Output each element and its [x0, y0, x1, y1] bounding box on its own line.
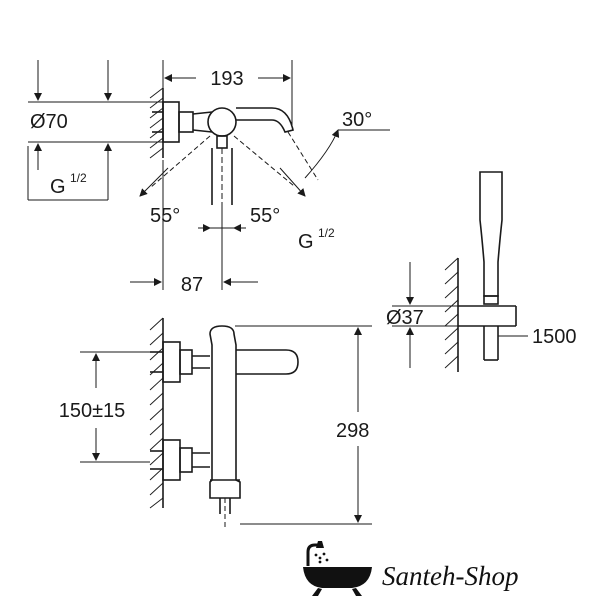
- top-view: 193 Ø70 G 1/2 30° 55° 55° G 1/2: [27, 60, 390, 296]
- diameter-37-label: Ø37: [386, 307, 424, 329]
- height-298-label: 298: [336, 420, 369, 442]
- wall-hatch-shower: [444, 257, 459, 372]
- wall-hatch-top: [149, 87, 164, 159]
- shower-view: Ø37 1500: [386, 171, 577, 372]
- mixer-top-outline: [149, 101, 319, 205]
- width-dimension: 193: [210, 68, 243, 90]
- mixer-front-outline: [150, 325, 299, 528]
- thread-bottom-label: G: [298, 231, 314, 253]
- thread-left-fraction: 1/2: [70, 171, 87, 185]
- wall-hatch-front: [149, 317, 164, 509]
- brand-name: Santeh-Shop: [382, 561, 518, 591]
- thread-bottom-fraction: 1/2: [318, 226, 335, 240]
- front-view: 150±15 298: [59, 317, 372, 528]
- angle-55-right-label: 55°: [250, 205, 280, 227]
- angle-55-left-label: 55°: [150, 205, 180, 227]
- bathtub-icon: [303, 541, 372, 596]
- hand-shower-outline: [458, 171, 517, 361]
- thread-left-label: G: [50, 176, 66, 198]
- brand-watermark: Santeh-Shop: [303, 541, 518, 596]
- hose-length-label: 1500: [532, 326, 577, 348]
- offset-87-label: 87: [181, 274, 203, 296]
- spacing-label: 150±15: [59, 400, 126, 422]
- angle-30-label: 30°: [342, 109, 372, 131]
- diameter-70-label: Ø70: [30, 111, 68, 133]
